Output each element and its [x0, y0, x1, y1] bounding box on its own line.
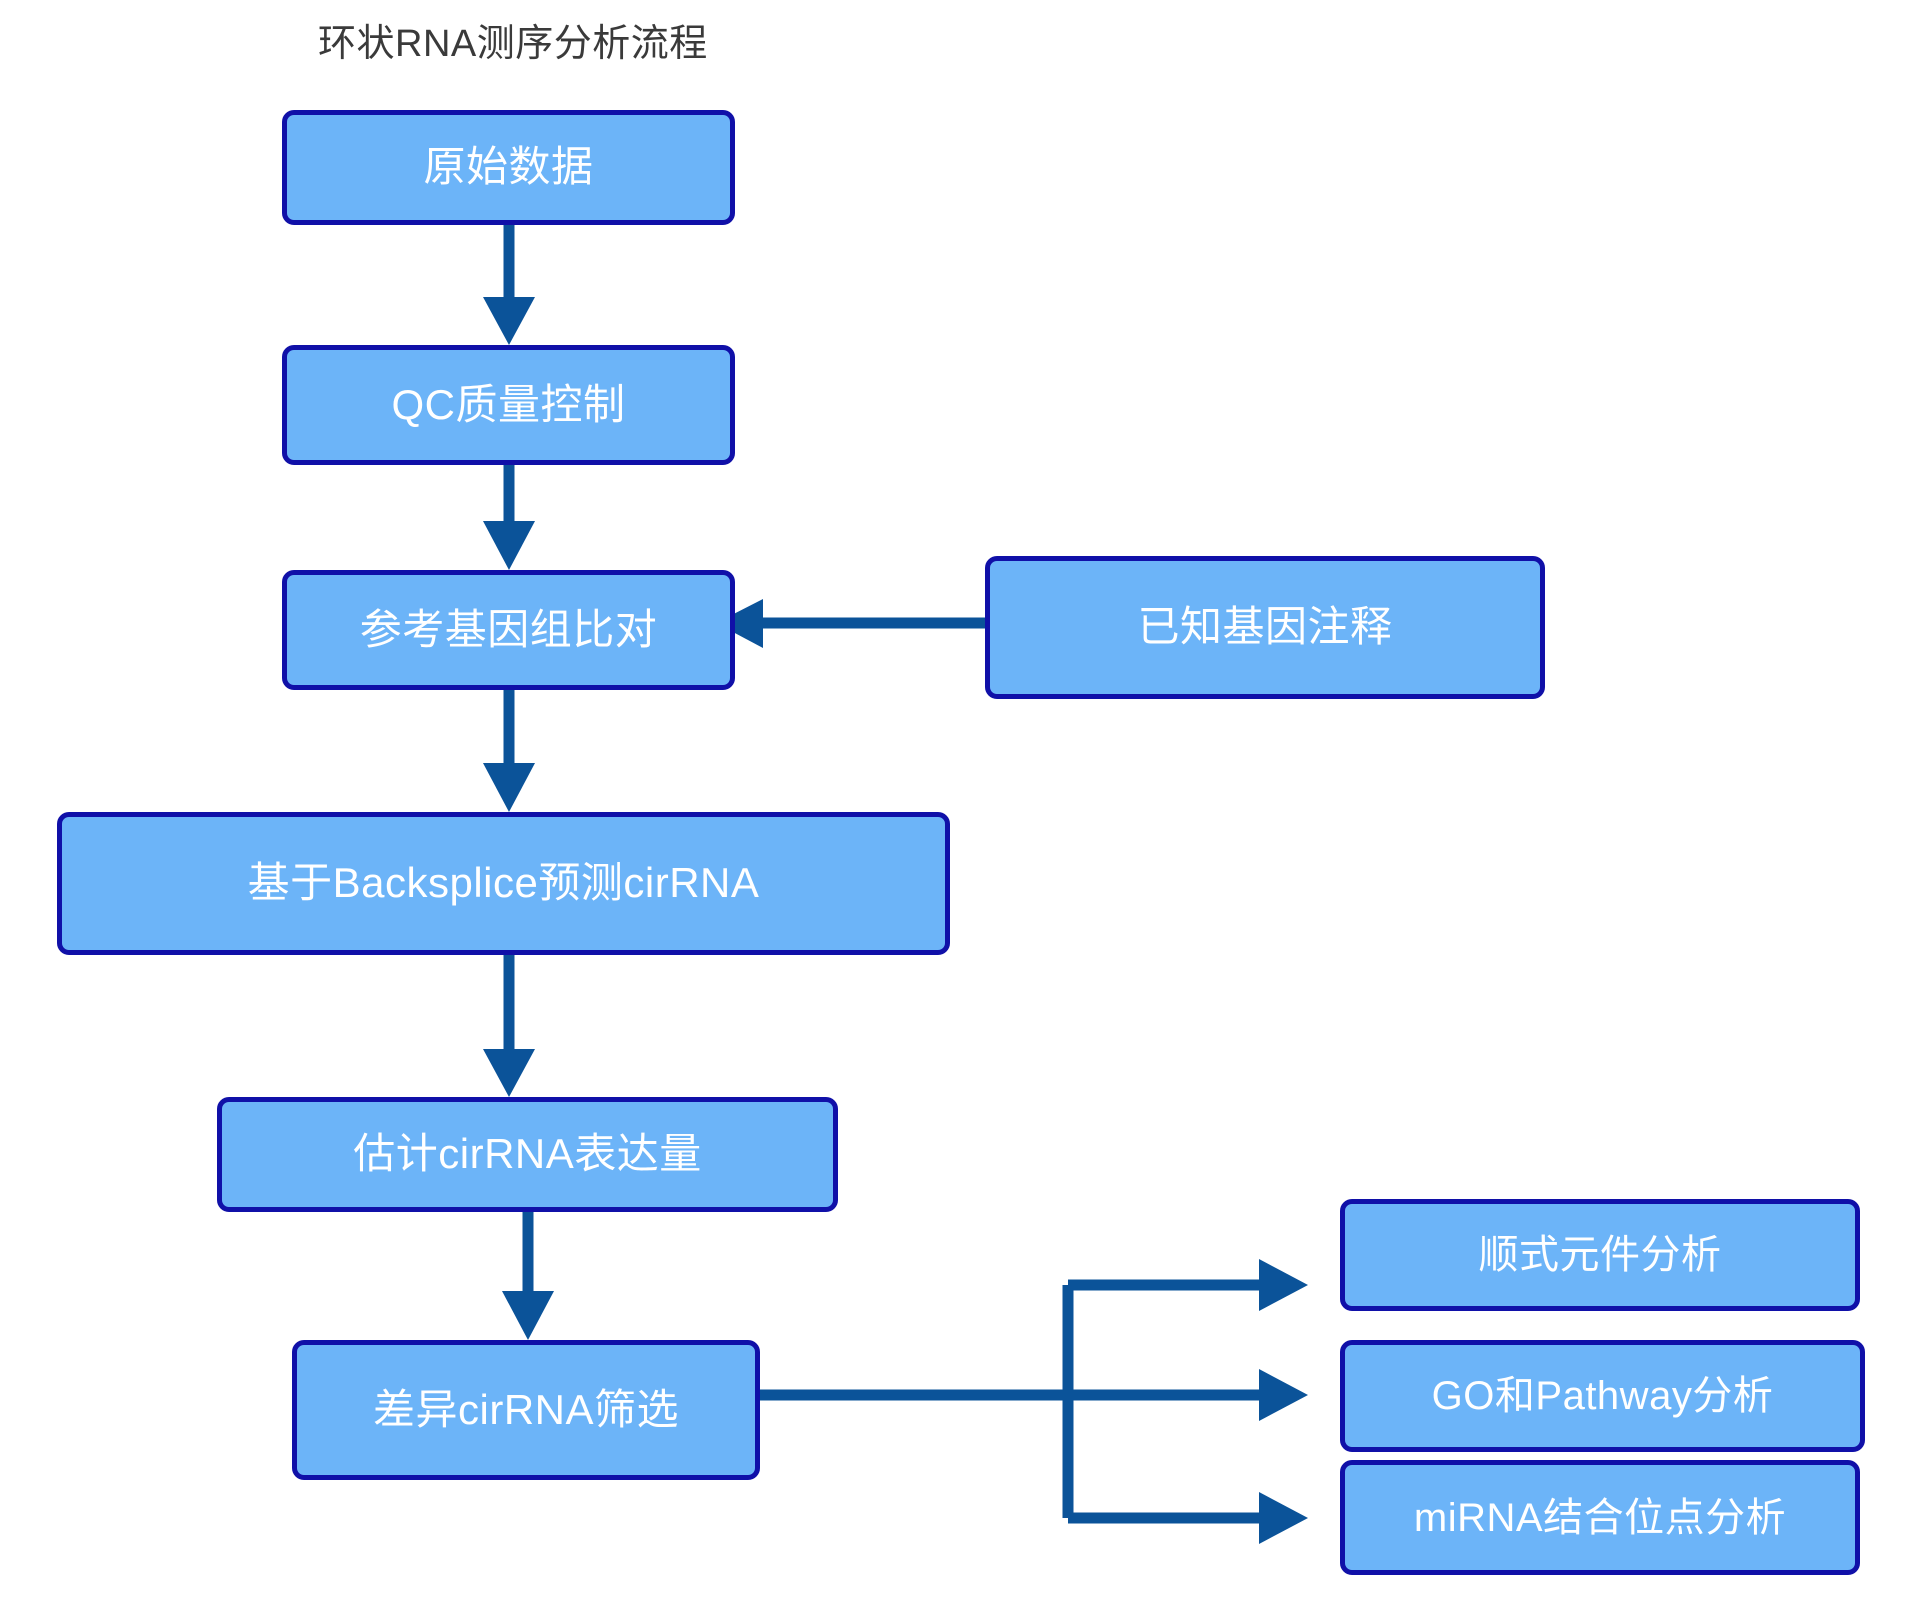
node-diff-screen[interactable]: 差异cirRNA筛选: [292, 1340, 760, 1480]
edge-genome-align-to-backsplice: [483, 690, 535, 812]
node-expression-estimate[interactable]: 估计cirRNA表达量: [217, 1097, 838, 1212]
edge-qc-to-genome-align: [483, 465, 535, 570]
node-label-cis-element: 顺式元件分析: [1478, 1233, 1722, 1277]
node-label-expression-estimate: 估计cirRNA表达量: [353, 1130, 702, 1178]
edge-diff-to-branch-trunk: [760, 1285, 1074, 1518]
edge-known-gene-annot-to-genome-align: [716, 599, 985, 648]
node-label-backsplice-predict: 基于Backsplice预测cirRNA: [247, 859, 760, 907]
node-label-raw-data: 原始数据: [423, 143, 594, 191]
node-backsplice-predict[interactable]: 基于Backsplice预测cirRNA: [57, 812, 950, 955]
edge-expression-to-diff: [502, 1212, 554, 1340]
page-title: 环状RNA测序分析流程: [318, 23, 708, 65]
node-known-gene-annot[interactable]: 已知基因注释: [985, 556, 1545, 699]
node-label-go-pathway: GO和Pathway分析: [1431, 1374, 1774, 1418]
node-qc[interactable]: QC质量控制: [282, 345, 735, 465]
edge-raw-data-to-qc: [483, 225, 535, 345]
node-label-genome-align: 参考基因组比对: [359, 605, 658, 653]
edge-diff-to-go-pathway: [1068, 1369, 1308, 1421]
node-raw-data[interactable]: 原始数据: [282, 110, 735, 225]
edge-diff-to-mirna-binding: [1068, 1492, 1308, 1544]
edge-diff-to-cis-element: [1068, 1259, 1308, 1311]
node-genome-align[interactable]: 参考基因组比对: [282, 570, 735, 690]
node-label-known-gene-annot: 已知基因注释: [1137, 603, 1393, 651]
node-label-qc: QC质量控制: [391, 380, 626, 428]
edge-backsplice-to-expression: [483, 955, 535, 1097]
node-label-mirna-binding: miRNA结合位点分析: [1413, 1495, 1787, 1540]
node-cis-element[interactable]: 顺式元件分析: [1340, 1199, 1860, 1311]
node-label-diff-screen: 差异cirRNA筛选: [373, 1385, 679, 1433]
node-go-pathway[interactable]: GO和Pathway分析: [1340, 1340, 1865, 1452]
node-mirna-binding[interactable]: miRNA结合位点分析: [1340, 1460, 1860, 1575]
